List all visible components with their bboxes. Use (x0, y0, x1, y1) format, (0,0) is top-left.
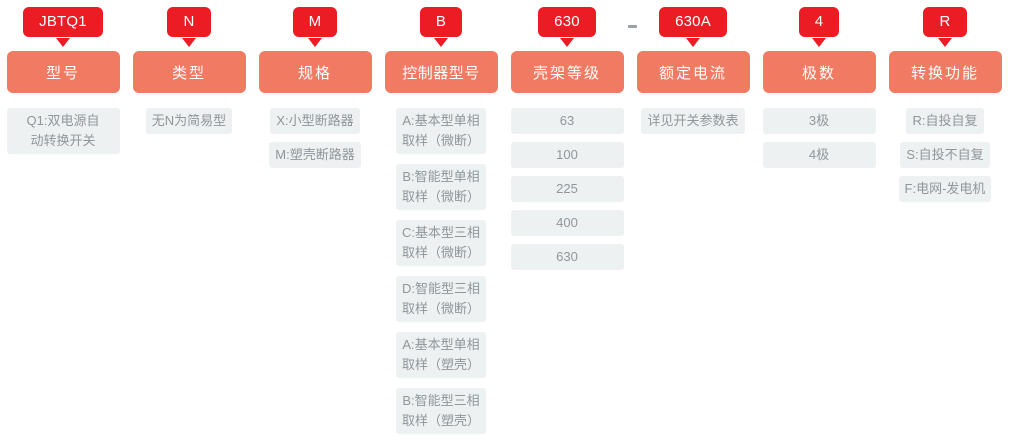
arrow-down-icon (434, 38, 448, 47)
badge-slot: 630 (538, 0, 596, 37)
option-chip[interactable]: Q1:双电源自 动转换开关 (6, 108, 120, 154)
option-chip[interactable]: A:基本型单相 取样（塑壳） (395, 332, 486, 378)
option-list: 无N为简易型 (133, 108, 246, 142)
code-badge[interactable]: 630 (538, 7, 596, 37)
code-badge[interactable]: 4 (798, 7, 840, 37)
arrow-down-icon (812, 38, 826, 47)
column-3-badge: B (378, 0, 504, 51)
code-badge[interactable]: JBTQ1 (23, 7, 103, 37)
option-chip[interactable]: 无N为简易型 (145, 108, 233, 134)
option-chip[interactable]: B:智能型三相 取样（塑壳） (395, 388, 486, 434)
section-header: 极数 (762, 51, 876, 93)
code-badge[interactable]: R (923, 7, 967, 37)
section-columns: 型号 Q1:双电源自 动转换开关 类型 无N为简易型 规格 X:小型断路器 M:… (0, 51, 1024, 444)
code-badge[interactable]: 630A (659, 7, 727, 37)
column-0-badge: JBTQ1 (0, 0, 126, 51)
arrow-slot (560, 34, 574, 51)
option-chip[interactable]: B:智能型单相 取样（微断） (395, 164, 486, 210)
option-list: 详见开关参数表 (637, 108, 750, 142)
section-column-frame-rating: 壳架等级 63 100 225 400 630 (504, 51, 630, 444)
option-chip[interactable]: 详见开关参数表 (641, 108, 745, 134)
badge-slot: M (292, 0, 338, 37)
option-list: R:自投自复 S:自投不自复 F:电网-发电机 (889, 108, 1002, 210)
arrow-slot (434, 34, 448, 51)
section-header: 型号 (6, 51, 120, 93)
code-separator-dash (628, 25, 637, 28)
option-chip[interactable]: 63 (510, 108, 624, 134)
arrow-slot (56, 34, 70, 51)
option-chip[interactable]: 4极 (762, 142, 876, 168)
option-chip[interactable]: D:智能型三相 取样（微断） (395, 276, 486, 322)
arrow-down-icon (938, 38, 952, 47)
code-badge[interactable]: B (419, 7, 463, 37)
badge-slot: JBTQ1 (23, 0, 103, 37)
section-column-type: 类型 无N为简易型 (126, 51, 252, 444)
section-column-transfer-function: 转换功能 R:自投自复 S:自投不自复 F:电网-发电机 (882, 51, 1008, 444)
option-chip[interactable]: F:电网-发电机 (898, 176, 992, 202)
arrow-down-icon (560, 38, 574, 47)
column-5-badge: 630A (630, 0, 756, 51)
arrow-slot (308, 34, 322, 51)
option-list: A:基本型单相 取样（微断） B:智能型单相 取样（微断） C:基本型三相 取样… (385, 108, 498, 444)
section-column-controller-model: 控制器型号 A:基本型单相 取样（微断） B:智能型单相 取样（微断） C:基本… (378, 51, 504, 444)
arrow-slot (182, 34, 196, 51)
option-list: 3极 4极 (762, 108, 876, 176)
option-list: 63 100 225 400 630 (510, 108, 624, 278)
section-column-rated-current: 额定电流 详见开关参数表 (630, 51, 756, 444)
option-chip[interactable]: 225 (510, 176, 624, 202)
option-chip[interactable]: X:小型断路器 (270, 108, 360, 134)
section-header: 控制器型号 (384, 51, 498, 93)
arrow-down-icon (56, 38, 70, 47)
option-chip[interactable]: R:自投自复 (906, 108, 984, 134)
column-6-badge: 4 (756, 0, 882, 51)
badge-slot: B (419, 0, 463, 37)
column-1-badge: N (126, 0, 252, 51)
section-header: 规格 (258, 51, 372, 93)
badge-slot: R (923, 0, 967, 37)
option-list: Q1:双电源自 动转换开关 (6, 108, 120, 164)
arrow-down-icon (686, 38, 700, 47)
badge-slot: N (167, 0, 211, 37)
code-badge-row: JBTQ1 N M B (0, 0, 1024, 51)
arrow-slot (938, 34, 952, 51)
arrow-slot (812, 34, 826, 51)
arrow-down-icon (308, 38, 322, 47)
badge-slot: 4 (798, 0, 840, 37)
code-badge[interactable]: N (167, 7, 211, 37)
option-chip[interactable]: M:塑壳断路器 (269, 142, 361, 168)
badge-slot: 630A (659, 0, 727, 37)
option-chip[interactable]: S:自投不自复 (900, 142, 990, 168)
option-chip[interactable]: A:基本型单相 取样（微断） (395, 108, 486, 154)
option-chip[interactable]: 400 (510, 210, 624, 236)
option-chip[interactable]: 100 (510, 142, 624, 168)
section-column-spec: 规格 X:小型断路器 M:塑壳断路器 (252, 51, 378, 444)
column-2-badge: M (252, 0, 378, 51)
code-badge[interactable]: M (292, 7, 338, 37)
section-header: 类型 (132, 51, 246, 93)
arrow-down-icon (182, 38, 196, 47)
column-4-badge: 630 (504, 0, 630, 51)
section-column-poles: 极数 3极 4极 (756, 51, 882, 444)
arrow-slot (686, 34, 700, 51)
section-column-model: 型号 Q1:双电源自 动转换开关 (0, 51, 126, 444)
option-chip[interactable]: C:基本型三相 取样（微断） (395, 220, 486, 266)
section-header: 转换功能 (888, 51, 1002, 93)
section-header: 壳架等级 (510, 51, 624, 93)
section-header: 额定电流 (636, 51, 750, 93)
column-7-badge: R (882, 0, 1008, 51)
option-chip[interactable]: 3极 (762, 108, 876, 134)
option-chip[interactable]: 630 (510, 244, 624, 270)
option-list: X:小型断路器 M:塑壳断路器 (259, 108, 372, 176)
